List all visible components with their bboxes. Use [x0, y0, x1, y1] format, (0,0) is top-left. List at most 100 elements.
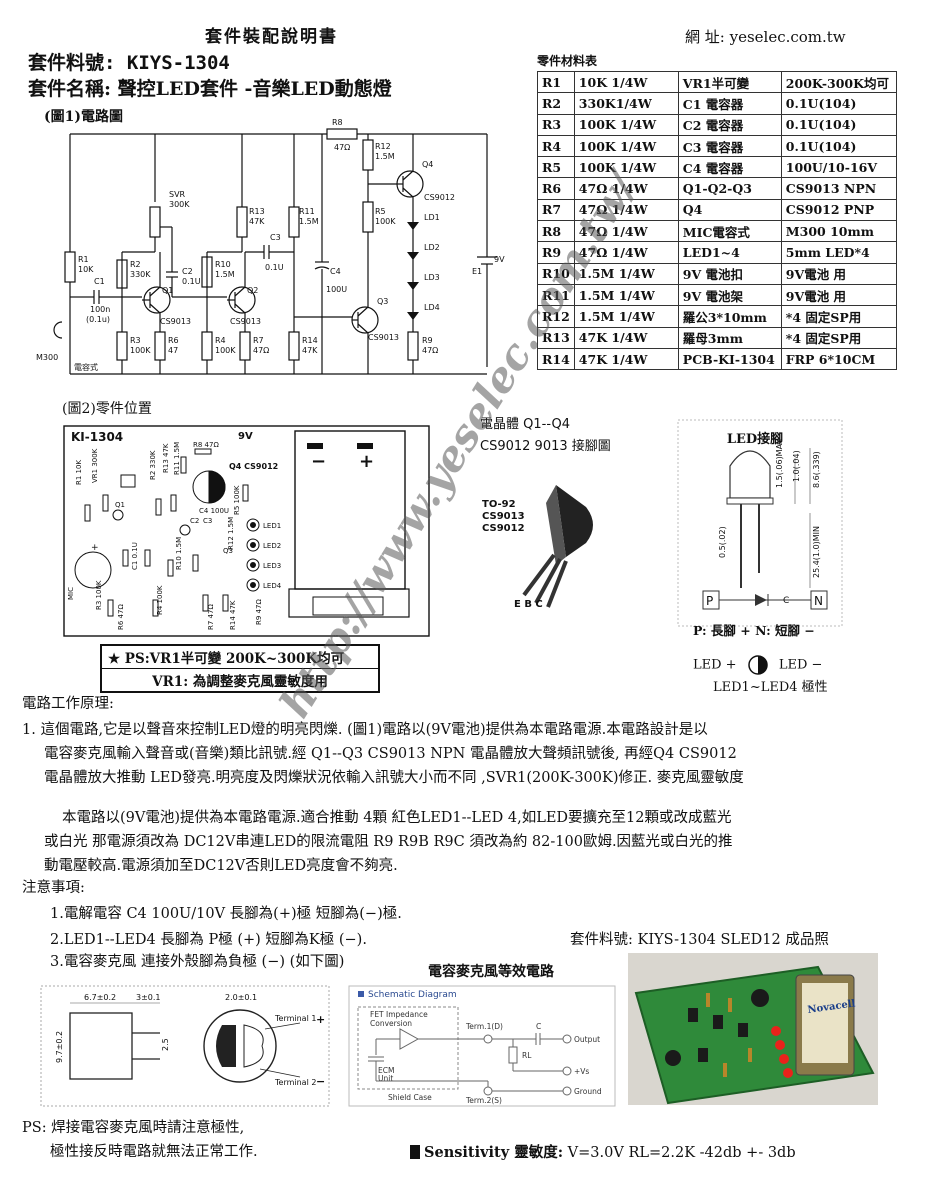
lbl-ld4: LD4 — [424, 303, 440, 312]
lbl-r12v: 1.5M — [375, 152, 395, 161]
lbl-r2: R2 — [130, 260, 141, 269]
pcb-minus: − — [311, 451, 326, 472]
led-c: C — [783, 596, 789, 606]
parts-cell: C4 電容器 — [677, 156, 782, 179]
parts-cell: Q4 — [677, 198, 782, 222]
lbl-r6v: 47 — [168, 346, 178, 355]
photo-caption: 套件料號: KIYS-1304 SLED12 成品照 — [570, 932, 829, 948]
pcb-r9: R9 47Ω — [255, 599, 263, 625]
parts-cell: 1.5M 1/4W — [573, 305, 679, 328]
pcb-9v: 9V — [238, 431, 253, 442]
lbl-r8v: 47Ω — [334, 143, 350, 152]
footer-ps: PS: 焊接電容麥克風時請注意極性, 極性接反時電路就無法正常工作. — [22, 1116, 258, 1164]
led-pol-minus: LED − — [778, 657, 823, 673]
pcb-q4: Q4 CS9012 — [229, 462, 278, 471]
led-dim-1: 1.0(.04) — [792, 450, 801, 482]
pcb-q1: Q1 — [115, 501, 125, 509]
lbl-r11: R11 — [299, 207, 315, 216]
lbl-r13: R13 — [249, 207, 265, 216]
lbl-q3: Q3 — [377, 297, 388, 306]
sensitivity-value: V=3.0V RL=2.2K -42db +- 3db — [563, 1145, 796, 1161]
parts-cell: 200K-300K均可 — [780, 70, 897, 94]
pcb-r11: R11 1.5M — [173, 442, 181, 475]
parts-cell: CS9012 PNP — [780, 198, 897, 222]
parts-cell: 9V 電池扣 — [677, 262, 782, 285]
parts-cell: R6 — [537, 177, 575, 200]
para1-line2: 電容麥克風輸入聲音或(音樂)類比訊號.經 Q1--Q3 CS9013 NPN 電… — [44, 746, 737, 762]
parts-cell: 47Ω 1/4W — [573, 220, 679, 243]
kit-photo: Novacell — [628, 953, 878, 1105]
schem2-output: Output — [574, 1035, 600, 1044]
pcb-r13: R13 47K — [162, 443, 170, 473]
lbl-r5: R5 — [375, 207, 386, 216]
led-polarity-icon — [747, 655, 768, 675]
website: 網 址: yeselec.com.tw — [685, 28, 846, 46]
notes-title: 注意事項: — [22, 880, 85, 896]
lbl-r9v: 47Ω — [422, 346, 438, 355]
parts-cell: 0.1U(104) — [780, 113, 897, 136]
lbl-r7v: 47Ω — [253, 346, 269, 355]
led-pol-plus: LED + — [693, 657, 737, 673]
parts-cell: 47K 1/4W — [573, 347, 679, 371]
parts-cell: 100K 1/4W — [573, 113, 679, 136]
sensitivity-square-icon — [410, 1145, 420, 1159]
parts-cell: R1 — [537, 70, 575, 94]
lbl-q4t: CS9012 — [424, 193, 455, 202]
lbl-r2v: 330K — [130, 270, 151, 279]
footer-ps-1: PS: 焊接電容麥克風時請注意極性, — [22, 1120, 245, 1136]
kit-name: 套件名稱: 聲控LED套件 -音樂LED動態燈 — [28, 78, 392, 100]
lbl-c3v: 0.1U — [265, 263, 284, 272]
lbl-svr: SVR — [169, 190, 186, 199]
parts-cell: Q1-Q2-Q3 — [677, 177, 782, 200]
lbl-q2: Q2 — [247, 286, 258, 295]
lbl-r4v: 100K — [215, 346, 236, 355]
lbl-r14: R14 — [302, 336, 318, 345]
lbl-r5v: 100K — [375, 217, 396, 226]
circuit-schematic: R8 47Ω R12 1.5M Q4 CS9012 SVR 300K R13 4… — [36, 118, 505, 375]
parts-cell: 47Ω 1/4W — [573, 198, 679, 222]
doc-title: 套件裝配說明書 — [205, 27, 338, 47]
led-dim-0: 1.5(.06)MAX — [775, 438, 784, 488]
pcb-c3: C3 — [203, 517, 212, 525]
schem2-vs: +Vs — [574, 1067, 589, 1076]
parts-cell: R5 — [537, 156, 575, 179]
fig1-label: (圖1)電路圖 — [44, 109, 123, 125]
lbl-r1: R1 — [78, 255, 89, 264]
pcb-plus: + — [359, 451, 374, 472]
parts-cell: R4 — [537, 134, 575, 158]
to92-pkg: TO-92 — [482, 499, 516, 510]
parts-cell: R2 — [537, 92, 575, 115]
lbl-r9: R9 — [422, 336, 433, 345]
parts-cell: C2 電容器 — [677, 113, 782, 136]
lbl-r11v: 1.5M — [299, 217, 319, 226]
para2-line1: 本電路以(9V電池)提供為本電路電源.適合推動 4顆 紅色LED1--LED 4… — [62, 810, 732, 826]
parts-cell: *4 固定SP用 — [780, 305, 897, 328]
pcb-led4: LED4 — [263, 582, 282, 590]
parts-cell: R14 — [537, 347, 575, 371]
lbl-r4: R4 — [215, 336, 226, 345]
parts-cell: CS9013 NPN — [780, 177, 897, 200]
led-dim-3: 0.5(.02) — [718, 526, 727, 558]
parts-cell: VR1半可變 — [677, 70, 782, 94]
pcb-led1: LED1 — [263, 522, 281, 530]
pcb-mic-plus: + — [91, 543, 99, 553]
lbl-mic2: 電容式 — [74, 362, 98, 372]
to92-diagram: TO-92 CS9013 CS9012 E B C — [482, 485, 593, 610]
lbl-c1v2: (0.1u) — [86, 315, 110, 324]
vr1-note-box: ★ PS:VR1半可變 200K~300K均可 VR1: 為調整麥克風靈敏度用 — [100, 644, 380, 693]
ecm-t2: Terminal 2 — [274, 1078, 316, 1087]
transistor-caption: 電晶體 Q1--Q4 CS9012 9013 接腳圖 — [480, 414, 611, 458]
lbl-r3v: 100K — [130, 346, 151, 355]
schem2-fet1: FET Impedance — [370, 1010, 428, 1019]
schem2-ecm2: Unit — [378, 1074, 393, 1083]
lbl-r7: R7 — [253, 336, 264, 345]
ecm-drawing: 6.7±0.2 3±0.1 2.0±0.1 9.7±0.2 2.5 Termin… — [40, 985, 330, 1107]
pcb-r7: R7 47Ω — [207, 604, 215, 630]
lbl-r12: R12 — [375, 142, 391, 151]
lbl-c1v: 100n — [90, 305, 110, 314]
